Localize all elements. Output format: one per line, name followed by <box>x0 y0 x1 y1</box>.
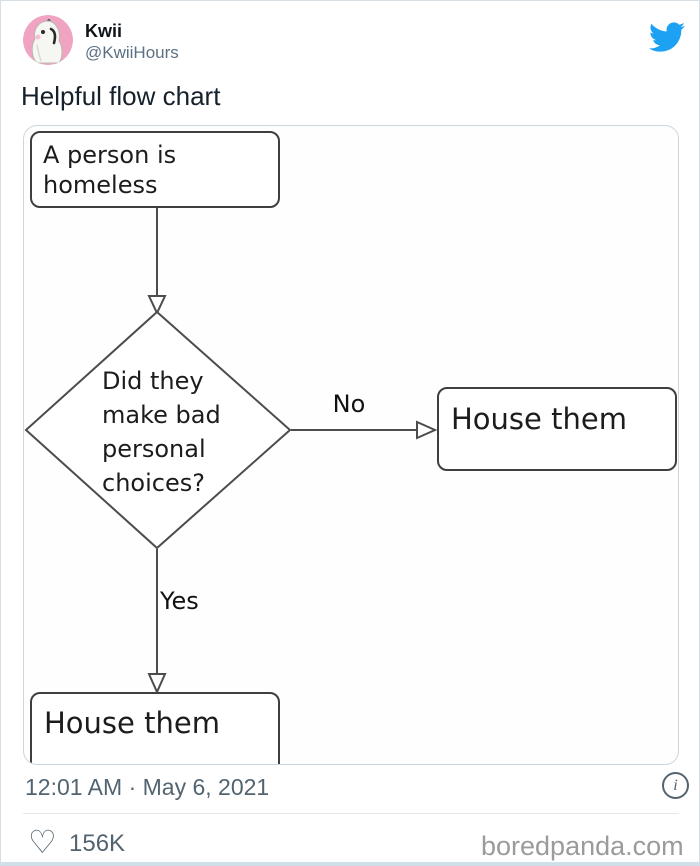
timestamp: 12:01 AM · May 6, 2021 <box>25 774 270 800</box>
flowchart-yes-label: Yes <box>160 587 199 615</box>
avatar[interactable] <box>23 15 73 65</box>
flowchart-no-label: No <box>332 390 366 418</box>
boredpanda-watermark: boredpanda.com <box>481 831 684 861</box>
flowchart-no-result-box: House them <box>437 387 677 471</box>
flowchart-decision-text: Did they make bad personal choices? <box>102 367 221 497</box>
flowchart-yes-result-box: House them <box>30 692 280 764</box>
tweet-text: Helpful flow chart <box>21 81 221 111</box>
author-name[interactable]: Kwii <box>85 21 123 41</box>
flowchart-start-box: A person is homeless <box>30 131 280 208</box>
like-count: 156K <box>69 830 126 857</box>
author-handle: @KwiiHours <box>85 43 179 62</box>
heart-like-icon[interactable]: ♡ <box>28 823 57 861</box>
tweet-image-flowchart[interactable]: A person is homeless Did they make bad p… <box>23 125 679 765</box>
twitter-bird-icon <box>649 22 685 52</box>
twitter-logo-icon[interactable] <box>647 19 687 55</box>
divider <box>23 813 679 814</box>
kiwi-bird-avatar-image <box>23 15 73 65</box>
info-icon[interactable]: i <box>662 772 689 799</box>
flowchart-connectors <box>24 208 438 695</box>
